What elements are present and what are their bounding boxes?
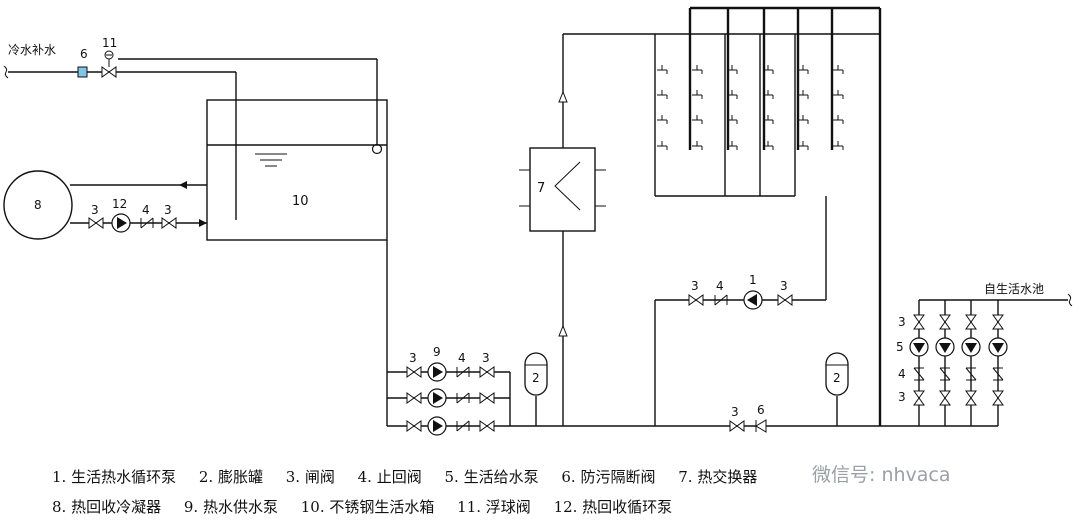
tag-7: 7 xyxy=(537,181,545,196)
tag-3-r2: 3 xyxy=(898,390,906,404)
condenser-supply-line xyxy=(70,213,207,233)
tag-9: 9 xyxy=(433,345,441,359)
tag-2-right: 2 xyxy=(833,371,841,385)
domestic-supply-pump-group xyxy=(880,293,1073,427)
tag-4-pump9: 4 xyxy=(458,351,466,365)
legend-row-2: 8. 热回收冷凝器 9. 热水供水泵 10. 不锈钢生活水箱 11. 浮球阀 1… xyxy=(52,496,690,517)
legend-item: 4. 止回阀 xyxy=(357,468,422,486)
stainless-water-tank xyxy=(206,99,388,241)
heat-recovery-pump-icon xyxy=(111,213,131,233)
legend-item: 2. 膨胀罐 xyxy=(198,468,263,486)
tag-12: 12 xyxy=(112,197,127,211)
tag-8: 8 xyxy=(34,198,42,212)
legend-item: 5. 生活给水泵 xyxy=(444,468,539,486)
legend-item: 1. 生活热水循环泵 xyxy=(52,468,177,486)
tag-3-pump9-b: 3 xyxy=(482,351,490,365)
tag-4-r: 4 xyxy=(898,367,906,381)
tag-11-top: 11 xyxy=(102,36,117,50)
legend-item: 6. 防污隔断阀 xyxy=(561,468,656,486)
tag-6-top: 6 xyxy=(80,47,88,61)
heat-exchanger xyxy=(519,147,606,232)
condenser-return-line xyxy=(70,181,207,189)
legend-item: 7. 热交换器 xyxy=(678,468,758,486)
legend-item: 11. 浮球阀 xyxy=(457,498,531,516)
hot-water-supply-pump-group xyxy=(387,362,511,436)
cold-water-makeup-line xyxy=(3,50,237,220)
wechat-watermark: 微信号: nhvaca xyxy=(812,464,951,486)
float-ball-line xyxy=(118,58,383,155)
supply-riser xyxy=(558,33,880,426)
tag-2-left: 2 xyxy=(532,371,540,385)
legend-item: 10. 不锈钢生活水箱 xyxy=(300,498,435,516)
heat-recovery-condenser xyxy=(3,170,73,240)
supply-risers xyxy=(654,34,796,197)
cold-makeup-label: 冷水补水 xyxy=(8,43,56,57)
tag-3-left-a: 3 xyxy=(91,203,99,217)
tag-3-pump9-a: 3 xyxy=(409,351,417,365)
legend-item: 3. 闸阀 xyxy=(285,468,335,486)
expansion-tank-right xyxy=(825,352,849,426)
tag-10: 10 xyxy=(292,194,309,209)
expansion-tank-left xyxy=(524,352,548,426)
tag-4-left: 4 xyxy=(142,203,150,217)
legend-item: 9. 热水供水泵 xyxy=(183,498,278,516)
circulation-pump-line xyxy=(654,196,827,426)
tag-3-r1: 3 xyxy=(898,315,906,329)
tag-4-pump1: 4 xyxy=(716,279,724,293)
return-risers xyxy=(688,6,882,426)
legend-item: 8. 热回收冷凝器 xyxy=(52,498,162,516)
float-valve-body xyxy=(101,66,117,78)
tag-6-bottom: 6 xyxy=(757,403,765,417)
fixture-taps xyxy=(656,64,844,151)
legend-row-1: 1. 生活热水循环泵 2. 膨胀罐 3. 闸阀 4. 止回阀 5. 生活给水泵 … xyxy=(52,466,775,487)
from-pool-label: 自生活水池 xyxy=(984,282,1044,296)
legend-item: 12. 热回收循环泵 xyxy=(553,498,673,516)
backflow-preventer-top xyxy=(77,66,88,78)
tag-5-r: 5 xyxy=(896,340,904,354)
tag-3-pump1-b: 3 xyxy=(780,279,788,293)
bottom-main-valves xyxy=(729,419,767,433)
tag-3-bottom: 3 xyxy=(731,405,739,419)
tag-3-pump1-a: 3 xyxy=(691,279,699,293)
tag-1: 1 xyxy=(749,273,757,287)
tag-3-left-b: 3 xyxy=(164,203,172,217)
